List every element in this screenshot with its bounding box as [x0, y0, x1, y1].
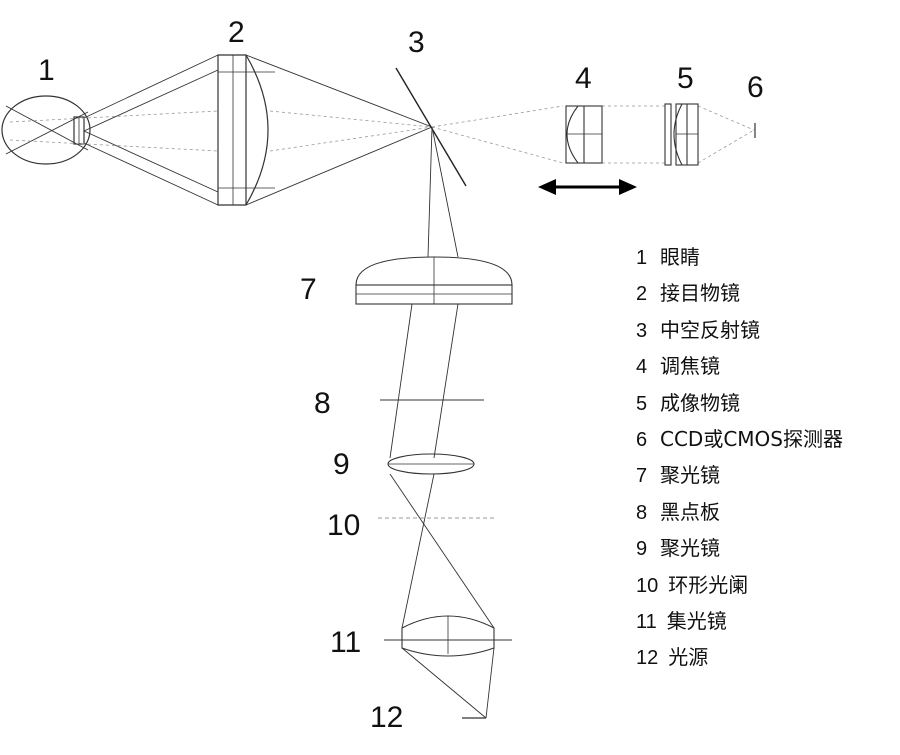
legend-item: 1 眼睛 [636, 242, 843, 278]
label-10: 10 [327, 509, 360, 542]
label-2: 2 [228, 16, 245, 49]
label-11: 11 [330, 626, 361, 659]
hollow-mirror [395, 67, 467, 187]
legend-item-num: 12 [636, 647, 659, 670]
legend-item-num: 9 [636, 538, 648, 561]
legend-item: 6 CCD或CMOS探测器 [636, 424, 843, 460]
axis-dashed-left [9, 110, 219, 152]
legend-item: 2 接目物镜 [636, 278, 843, 314]
rays-eye-eyepiece [83, 54, 219, 206]
label-8: 8 [314, 387, 331, 420]
label-5: 5 [677, 62, 694, 95]
eye-ray-a [5, 105, 89, 151]
legend-item-text: 接目物镜 [660, 281, 740, 306]
legend-item-text: 眼睛 [660, 245, 700, 269]
legend-item-text: CCD或CMOS探测器 [660, 426, 843, 451]
collector-lens [384, 615, 512, 657]
label-12: 12 [370, 701, 403, 734]
legend: 1 眼睛 2 接目物镜 3 中空反射镜 4 调焦镜 5 成像物镜 6 CCD或CMOS探测器… [636, 242, 843, 679]
legend-item-num: 6 [636, 428, 648, 451]
legend-item: 12 光源 [636, 642, 843, 678]
label-3: 3 [408, 26, 425, 59]
rays-mirror-detector [431, 105, 755, 164]
legend-item-text: 黑点板 [660, 499, 720, 524]
legend-item: 3 中空反射镜 [636, 315, 843, 351]
legend-item-num: 10 [636, 574, 659, 597]
legend-item: 9 聚光镜 [636, 533, 843, 569]
legend-item-text: 成像物镜 [660, 390, 740, 415]
legend-item-num: 4 [636, 356, 648, 379]
legend-item-text: 中空反射镜 [660, 317, 760, 342]
legend-item: 11 集光镜 [636, 606, 843, 642]
focusing-lens [565, 105, 603, 164]
label-6: 6 [747, 71, 764, 104]
legend-item-text: 环形光阑 [668, 572, 749, 597]
legend-item: 8 黑点板 [636, 497, 843, 533]
legend-item-num: 3 [636, 319, 648, 342]
illumination-rays [389, 126, 495, 719]
legend-item-text: 聚光镜 [660, 536, 720, 561]
condenser-lens-9 [387, 453, 475, 475]
label-7: 7 [300, 273, 317, 306]
label-4: 4 [575, 62, 592, 95]
legend-item-text: 聚光镜 [660, 463, 720, 488]
eyepiece-objective [217, 54, 275, 206]
eye-outline [1, 95, 91, 165]
focus-adjust-arrow-icon [538, 179, 637, 195]
legend-item: 4 调焦镜 [636, 351, 843, 387]
imaging-objective [664, 103, 699, 166]
legend-item-text: 调焦镜 [660, 354, 720, 379]
legend-item: 5 成像物镜 [636, 388, 843, 424]
legend-item: 10 环形光阑 [636, 570, 843, 606]
legend-item-text: 集光镜 [666, 608, 727, 633]
legend-item: 7 聚光镜 [636, 460, 843, 496]
legend-item-num: 5 [636, 392, 648, 415]
label-1: 1 [38, 54, 55, 87]
label-9: 9 [333, 448, 350, 481]
legend-item-num: 2 [636, 283, 648, 306]
eye [1, 95, 91, 165]
condenser-lens-7 [355, 256, 513, 305]
rays-eyepiece-mirror [245, 54, 433, 206]
legend-item-num: 7 [636, 465, 648, 488]
eye-ray-b [5, 111, 89, 155]
legend-item-num: 1 [636, 247, 648, 269]
legend-item-num: 11 [636, 610, 657, 633]
legend-item-text: 光源 [668, 645, 709, 670]
axis-dashed-mid [269, 110, 433, 152]
legend-item-num: 8 [636, 501, 648, 524]
